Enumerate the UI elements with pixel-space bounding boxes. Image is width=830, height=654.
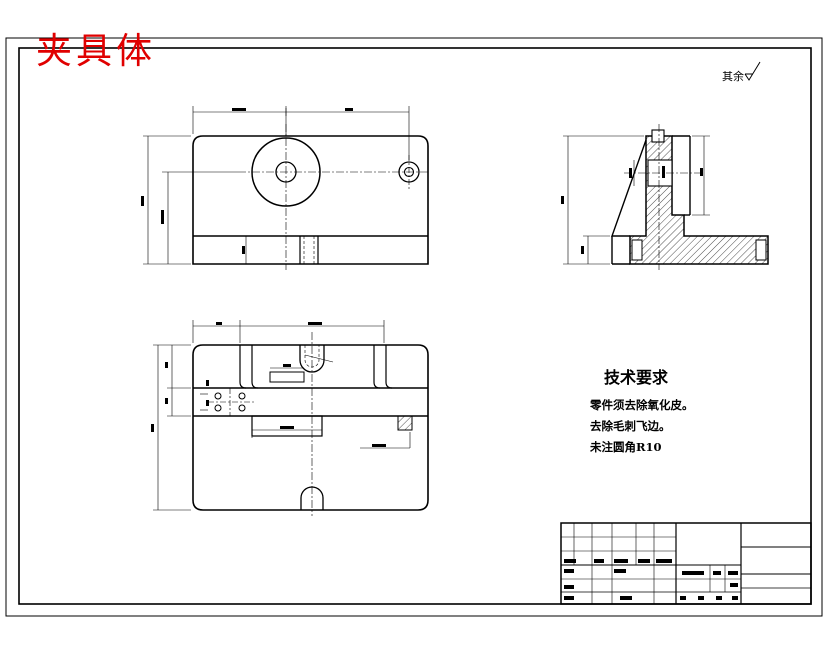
technical-note: 未注圆角R10	[590, 440, 662, 454]
front-view	[143, 106, 430, 270]
front-view-dimension-marks	[141, 108, 353, 254]
surface-finish-label: 其余	[722, 70, 744, 83]
title-block-labels	[564, 559, 738, 600]
technical-note: 零件须去除氧化皮。	[590, 398, 694, 412]
drawing-title: 夹具体	[36, 31, 157, 72]
surface-finish-icon	[744, 61, 761, 81]
side-section-view	[563, 124, 769, 270]
title-block	[560, 522, 812, 605]
outer-frame	[5, 37, 823, 617]
top-view-dimension-marks	[151, 322, 386, 447]
side-view-dimension-marks	[561, 166, 703, 254]
technical-requirements-heading: 技术要求	[604, 368, 669, 387]
inner-frame	[18, 47, 812, 605]
technical-note: 去除毛刺飞边。	[590, 419, 671, 433]
top-view	[153, 320, 429, 516]
